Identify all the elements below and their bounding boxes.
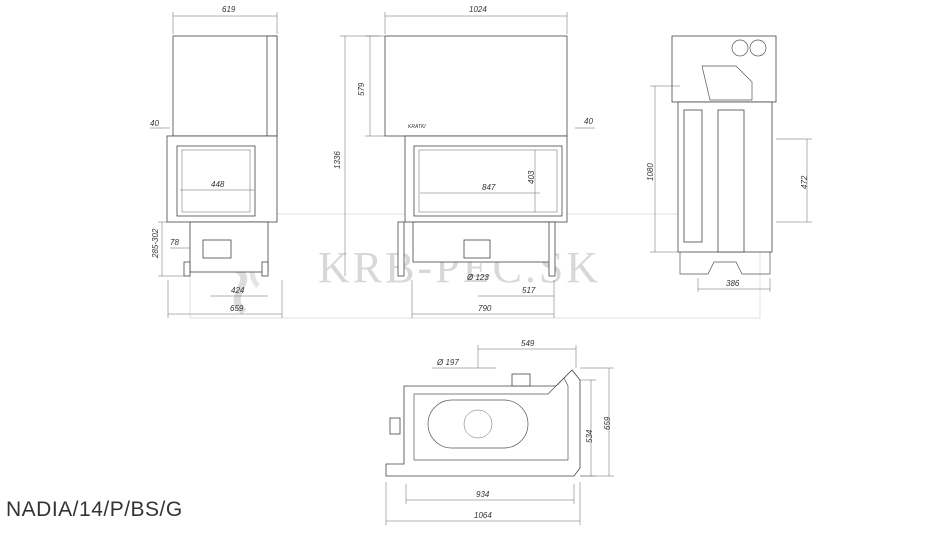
- dim-side-inner-height: 472: [800, 175, 809, 189]
- dim-plan-width-inner: 934: [476, 490, 490, 499]
- dim-flue-offset: 517: [522, 286, 536, 295]
- dim-side-height: 1080: [646, 163, 655, 181]
- product-code-title: NADIA/14/P/BS/G: [6, 498, 183, 521]
- dim-right-offset: 40: [584, 117, 593, 126]
- dim-left-offset: 40: [150, 119, 159, 128]
- brand-plate: KRATKI: [408, 124, 426, 130]
- side-view-left: 619 448 40 285-302 78 424 659: [150, 5, 283, 318]
- dim-glass-height: 403: [527, 170, 536, 184]
- dim-front-glass: 847: [482, 183, 496, 192]
- dim-leg-range: 285-302: [151, 228, 160, 259]
- dim-plan-width: 1064: [474, 511, 492, 520]
- front-view: 1024 KRATKI 847 403 40 579 1336 Ø 123 51…: [333, 5, 595, 318]
- dim-plan-depth: 659: [603, 416, 612, 430]
- dim-side-glass: 448: [211, 180, 225, 189]
- dim-base-inner: 424: [231, 286, 245, 295]
- dim-base-width: 790: [478, 304, 492, 313]
- dim-main-width: 1024: [469, 5, 487, 14]
- dim-base-depth: 659: [230, 304, 244, 313]
- dim-plan-depth-inner: 534: [585, 429, 594, 443]
- dim-side-depth: 386: [726, 279, 740, 288]
- dim-top-flue-offset: 549: [521, 339, 535, 348]
- dim-top-flue-diameter: Ø 197: [436, 358, 459, 367]
- plan-view: 549 Ø 197 659 534 934 1064: [385, 339, 614, 525]
- dim-upper-height: 579: [357, 82, 366, 96]
- dim-total-height: 1336: [333, 151, 342, 169]
- dim-flue-diameter: Ø 123: [466, 273, 489, 282]
- side-view-right: 1080 472 386: [646, 35, 812, 292]
- dim-leg-inner: 78: [170, 238, 179, 247]
- dim-front-width: 619: [222, 5, 236, 14]
